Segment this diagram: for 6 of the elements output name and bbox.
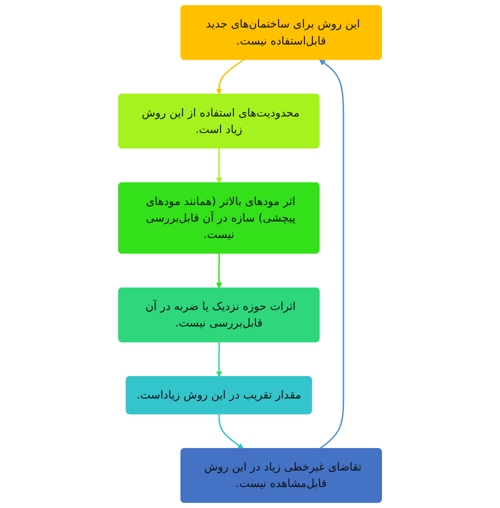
arrow	[218, 414, 244, 450]
arrow	[216, 148, 222, 184]
arrow	[319, 60, 344, 450]
arrow	[216, 59, 244, 95]
arrow	[216, 254, 222, 289]
arrow	[216, 342, 222, 378]
